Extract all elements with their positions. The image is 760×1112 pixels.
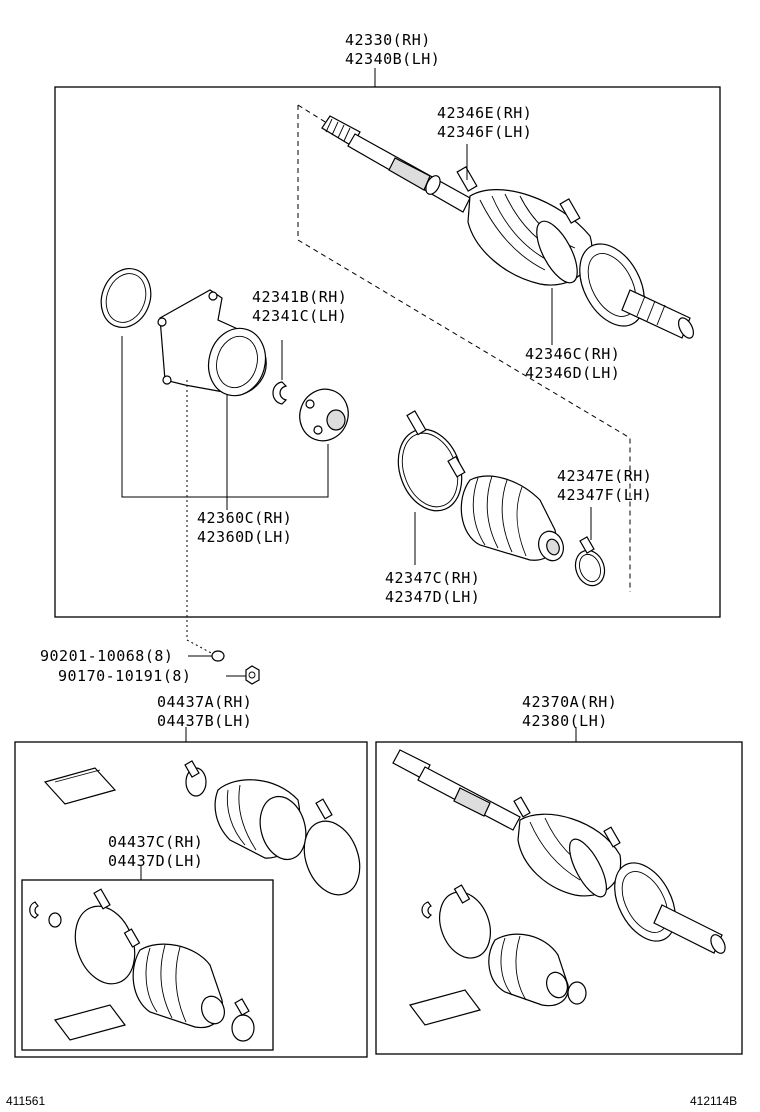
boot-clamp-small-icon xyxy=(184,760,207,797)
label-42346d: 42346D(LH) xyxy=(525,364,621,382)
inboard-boot-icon xyxy=(488,933,569,1007)
guide-top xyxy=(297,104,331,126)
label-42360d: 42360D(LH) xyxy=(197,528,293,546)
label-04437c: 04437C(RH) xyxy=(108,833,204,851)
inner-boot-kit-frame xyxy=(21,879,274,1051)
inboard-boot-icon xyxy=(460,475,564,562)
boot-clamp-large-icon xyxy=(303,798,361,896)
assembly-guide-line xyxy=(297,105,631,592)
leader-washer xyxy=(186,380,216,656)
grease-packet-icon xyxy=(408,989,482,1026)
label-42347d: 42347D(LH) xyxy=(385,588,481,606)
snap-ring-icon xyxy=(29,901,62,928)
snap-ring-icon xyxy=(421,901,433,919)
label-04437d: 04437D(LH) xyxy=(108,852,204,870)
washer-icon xyxy=(211,650,225,662)
outboard-boot-icon xyxy=(214,779,307,861)
inboard-boot-icon xyxy=(132,943,225,1029)
label-42347c: 42347C(RH) xyxy=(385,569,481,587)
boot-clamp-large-icon xyxy=(74,888,141,985)
label-42347e: 42347E(RH) xyxy=(557,467,653,485)
label-42340b: 42340B(LH) xyxy=(345,50,441,68)
label-42370a: 42370A(RH) xyxy=(522,693,618,711)
label-42341c: 42341C(LH) xyxy=(252,307,348,325)
label-04437b: 04437B(LH) xyxy=(157,712,253,730)
footer-right-code: 412114B xyxy=(690,1094,738,1108)
label-90170: 90170-10191(8) xyxy=(58,667,192,685)
bracket-42360c xyxy=(121,336,329,498)
nut-icon xyxy=(245,665,260,685)
grease-packet-icon xyxy=(53,1004,127,1041)
label-42347f: 42347F(LH) xyxy=(557,486,653,504)
label-42360c: 42360C(RH) xyxy=(197,509,293,527)
main-assembly-frame xyxy=(54,86,721,618)
label-04437a: 04437A(RH) xyxy=(157,693,253,711)
boot-clamp-small-icon xyxy=(231,998,255,1042)
label-42346f: 42346F(LH) xyxy=(437,123,533,141)
footer-left-code: 411561 xyxy=(6,1094,46,1108)
label-42380: 42380(LH) xyxy=(522,712,608,730)
grease-packet-icon xyxy=(43,767,117,805)
boot-clamp-small-icon xyxy=(574,536,606,587)
label-42341b: 42341B(RH) xyxy=(252,288,348,306)
inboard-joint-housing-icon xyxy=(157,289,267,397)
label-42346e: 42346E(RH) xyxy=(437,104,533,122)
label-42330: 42330(RH) xyxy=(345,31,431,49)
shaft-assembly-frame xyxy=(375,741,743,1055)
boot-clamp-large-icon xyxy=(439,884,491,959)
boot-clamp-large-icon xyxy=(397,410,466,512)
drive-shaft-top-icon xyxy=(321,115,694,339)
o-ring-icon xyxy=(100,268,152,328)
tripod-joint-icon xyxy=(299,388,349,442)
boot-clamp-small-icon xyxy=(567,981,587,1005)
snap-ring-icon xyxy=(272,381,288,405)
boot-kit-frame xyxy=(14,741,368,1058)
label-42346c: 42346C(RH) xyxy=(525,345,621,363)
drive-shaft-lower-icon xyxy=(392,749,726,954)
label-90201: 90201-10068(8) xyxy=(40,647,174,665)
